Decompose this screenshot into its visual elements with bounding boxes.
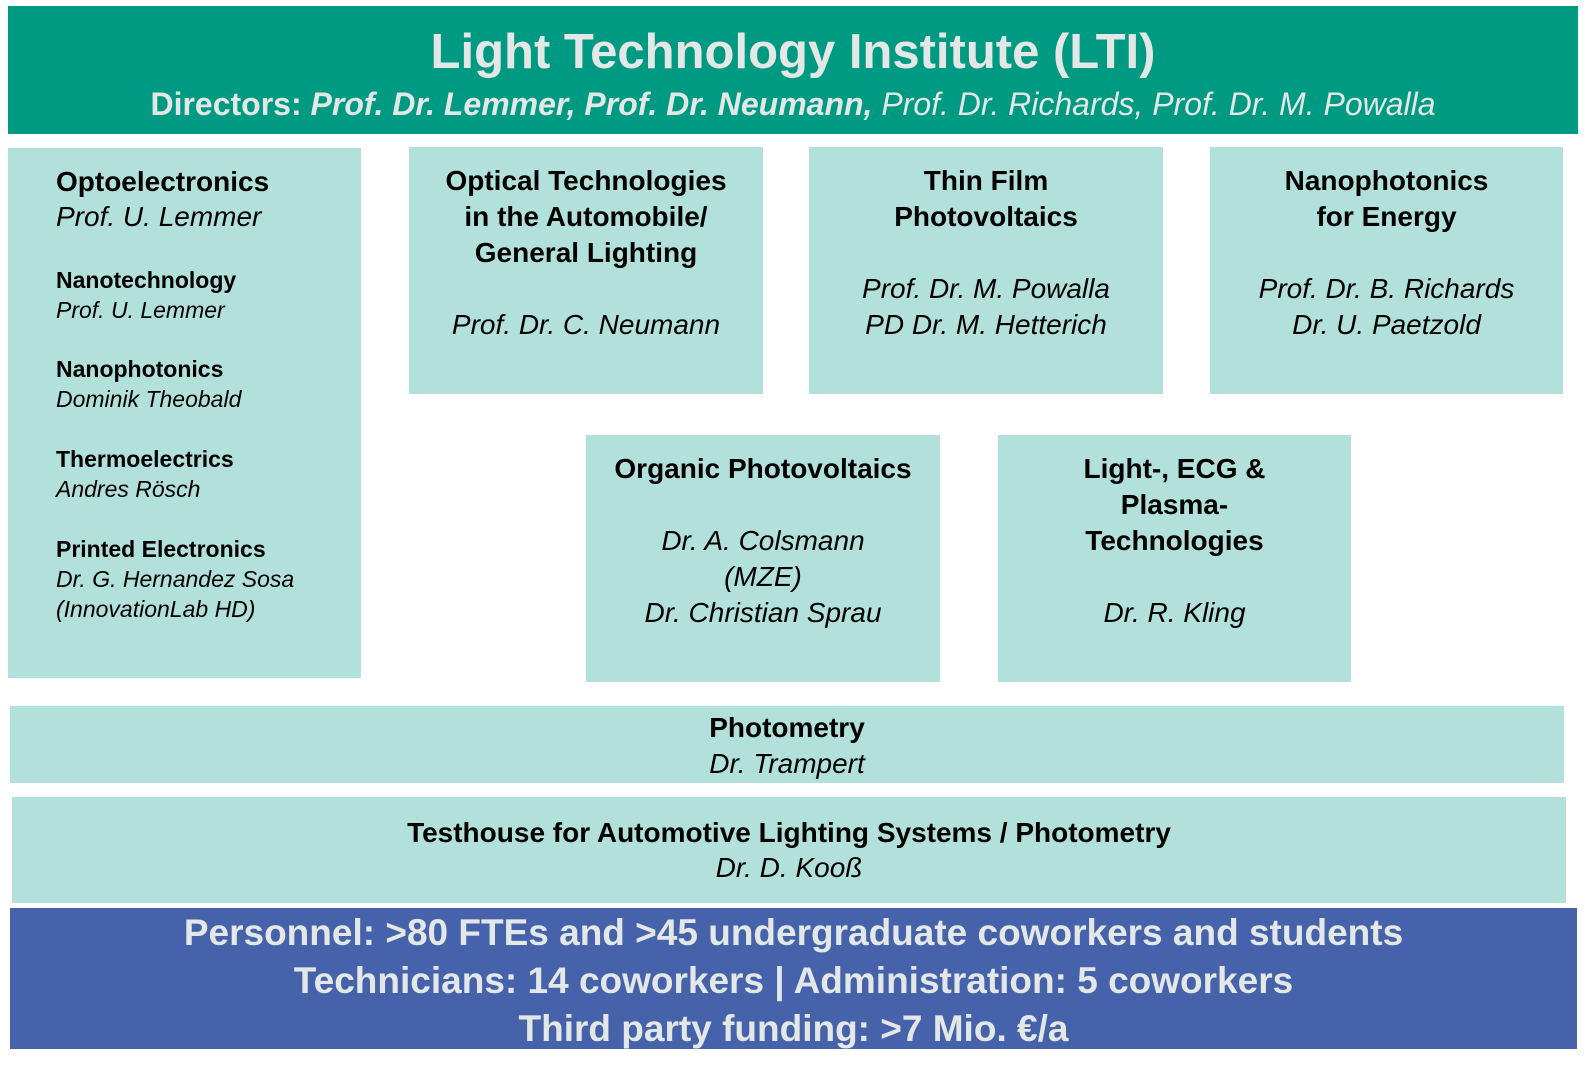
testhouse-title: Testhouse for Automotive Lighting System… (407, 817, 1171, 848)
thin-film-box: Thin Film Photovoltaics Prof. Dr. M. Pow… (809, 147, 1163, 394)
photometry-box: Photometry Dr. Trampert (10, 706, 1564, 783)
nanophotonics-energy-head-1: Prof. Dr. B. Richards (1258, 273, 1515, 304)
organic-photovoltaics-head-2: Dr. Christian Sprau (644, 597, 882, 628)
light-ecg-plasma-title-line-2: Plasma- (1120, 489, 1229, 520)
thin-film-title-line-2: Photovoltaics (894, 201, 1078, 232)
optical-technologies-title-line-3: General Lighting (474, 237, 698, 268)
optoelectronics-box: Optoelectronics Prof. U. Lemmer Nanotech… (8, 148, 361, 678)
photometry-head: Dr. Trampert (709, 748, 865, 779)
organic-photovoltaics-affiliation: (MZE) (724, 561, 802, 592)
light-ecg-plasma-head: Dr. R. Kling (1103, 597, 1246, 628)
optical-technologies-title-line-1: Optical Technologies (445, 165, 727, 196)
footer-funding-line: Third party funding: >7 Mio. €/a (518, 1008, 1069, 1049)
personnel-footer: Personnel: >80 FTEs and >45 undergraduat… (10, 908, 1577, 1049)
footer-staff-line: Technicians: 14 coworkers | Administrati… (293, 960, 1294, 1001)
group-nanophotonics-head: Dominik Theobald (56, 386, 242, 412)
optical-technologies-head: Prof. Dr. C. Neumann (451, 309, 721, 340)
directors-primary: Prof. Dr. Lemmer, Prof. Dr. Neumann, (310, 86, 873, 122)
nanophotonics-energy-title-line-1: Nanophotonics (1284, 165, 1489, 196)
group-thermoelectrics-head: Andres Rösch (56, 476, 201, 502)
optical-technologies-box: Optical Technologies in the Automobile/ … (409, 147, 763, 394)
footer-personnel-line: Personnel: >80 FTEs and >45 undergraduat… (183, 912, 1404, 953)
group-thermoelectrics-title: Thermoelectrics (56, 446, 234, 472)
light-ecg-plasma-title-line-3: Technologies (1085, 525, 1264, 556)
group-nanotechnology-title: Nanotechnology (56, 267, 237, 293)
light-ecg-plasma-title-line-1: Light-, ECG & (1083, 453, 1266, 484)
institute-title: Light Technology Institute (LTI) (430, 25, 1156, 79)
group-nanophotonics-title: Nanophotonics (56, 356, 224, 382)
directors-line: Directors: Prof. Dr. Lemmer, Prof. Dr. N… (8, 88, 1578, 120)
thin-film-title-line-1: Thin Film (923, 165, 1049, 196)
optical-technologies-title-line-2: in the Automobile/ (464, 201, 708, 232)
light-ecg-plasma-box: Light-, ECG & Plasma- Technologies Dr. R… (998, 435, 1351, 682)
group-printed-electronics-title: Printed Electronics (56, 536, 266, 562)
institute-header: Light Technology Institute (LTI) Directo… (8, 6, 1578, 134)
nanophotonics-energy-box: Nanophotonics for Energy Prof. Dr. B. Ri… (1210, 147, 1563, 394)
testhouse-box: Testhouse for Automotive Lighting System… (12, 797, 1566, 903)
nanophotonics-energy-head-2: Dr. U. Paetzold (1292, 309, 1481, 340)
directors-secondary: Prof. Dr. Richards, Prof. Dr. M. Powalla (881, 86, 1436, 122)
thin-film-head-1: Prof. Dr. M. Powalla (862, 273, 1110, 304)
thin-film-head-2: PD Dr. M. Hetterich (865, 309, 1107, 340)
organic-photovoltaics-box: Organic Photovoltaics Dr. A. Colsmann (M… (586, 435, 940, 682)
testhouse-head: Dr. D. Kooß (715, 852, 863, 883)
group-printed-electronics-affiliation: (InnovationLab HD) (56, 596, 256, 622)
photometry-title: Photometry (709, 712, 865, 743)
group-printed-electronics-head: Dr. G. Hernandez Sosa (56, 566, 295, 592)
group-nanotechnology-head: Prof. U. Lemmer (56, 297, 225, 323)
optoelectronics-head: Prof. U. Lemmer (56, 201, 262, 232)
nanophotonics-energy-title-line-2: for Energy (1316, 201, 1457, 232)
organic-photovoltaics-title: Organic Photovoltaics (614, 453, 912, 484)
optoelectronics-title: Optoelectronics (56, 166, 270, 197)
directors-label: Directors: (150, 86, 302, 122)
organic-photovoltaics-head-1: Dr. A. Colsmann (661, 525, 865, 556)
